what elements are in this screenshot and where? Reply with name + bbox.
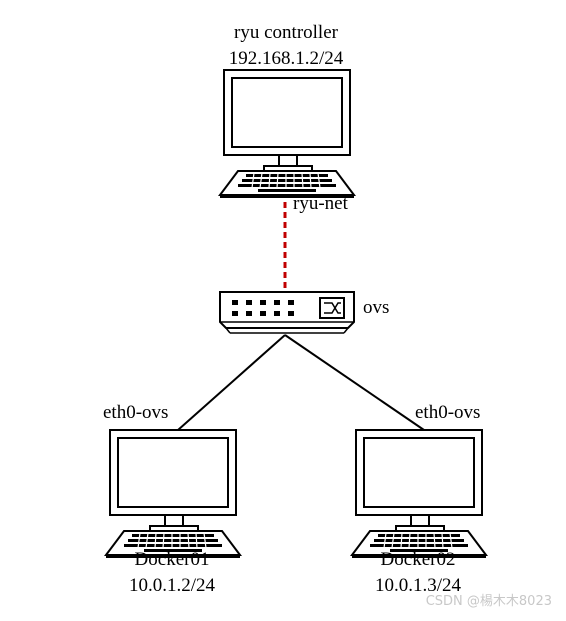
docker01-ip-label: 10.0.1.2/24 — [128, 575, 216, 596]
switch-docker02-link — [284, 334, 425, 431]
docker01-interface-label: eth0-ovs — [103, 402, 169, 423]
switch-docker01-link — [177, 334, 286, 431]
switch-label: ovs — [363, 297, 390, 318]
controller-computer-icon — [219, 69, 355, 198]
docker02-interface-label: eth0-ovs — [415, 402, 481, 423]
docker02-name-label: Docker02 — [380, 549, 456, 570]
network-switch-icon — [219, 291, 355, 334]
docker02-ip-label: 10.0.1.3/24 — [374, 575, 462, 596]
ryu-net-link-label: ryu-net — [293, 193, 348, 214]
docker01-computer-icon — [105, 429, 241, 558]
controller-ip-label: 192.168.1.2/24 — [228, 48, 344, 69]
docker01-name-label: Docker01 — [134, 549, 210, 570]
watermark-text: CSDN @楊木木8023 — [425, 594, 552, 609]
controller-name-label: ryu controller — [234, 22, 338, 43]
docker02-computer-icon — [351, 429, 487, 558]
